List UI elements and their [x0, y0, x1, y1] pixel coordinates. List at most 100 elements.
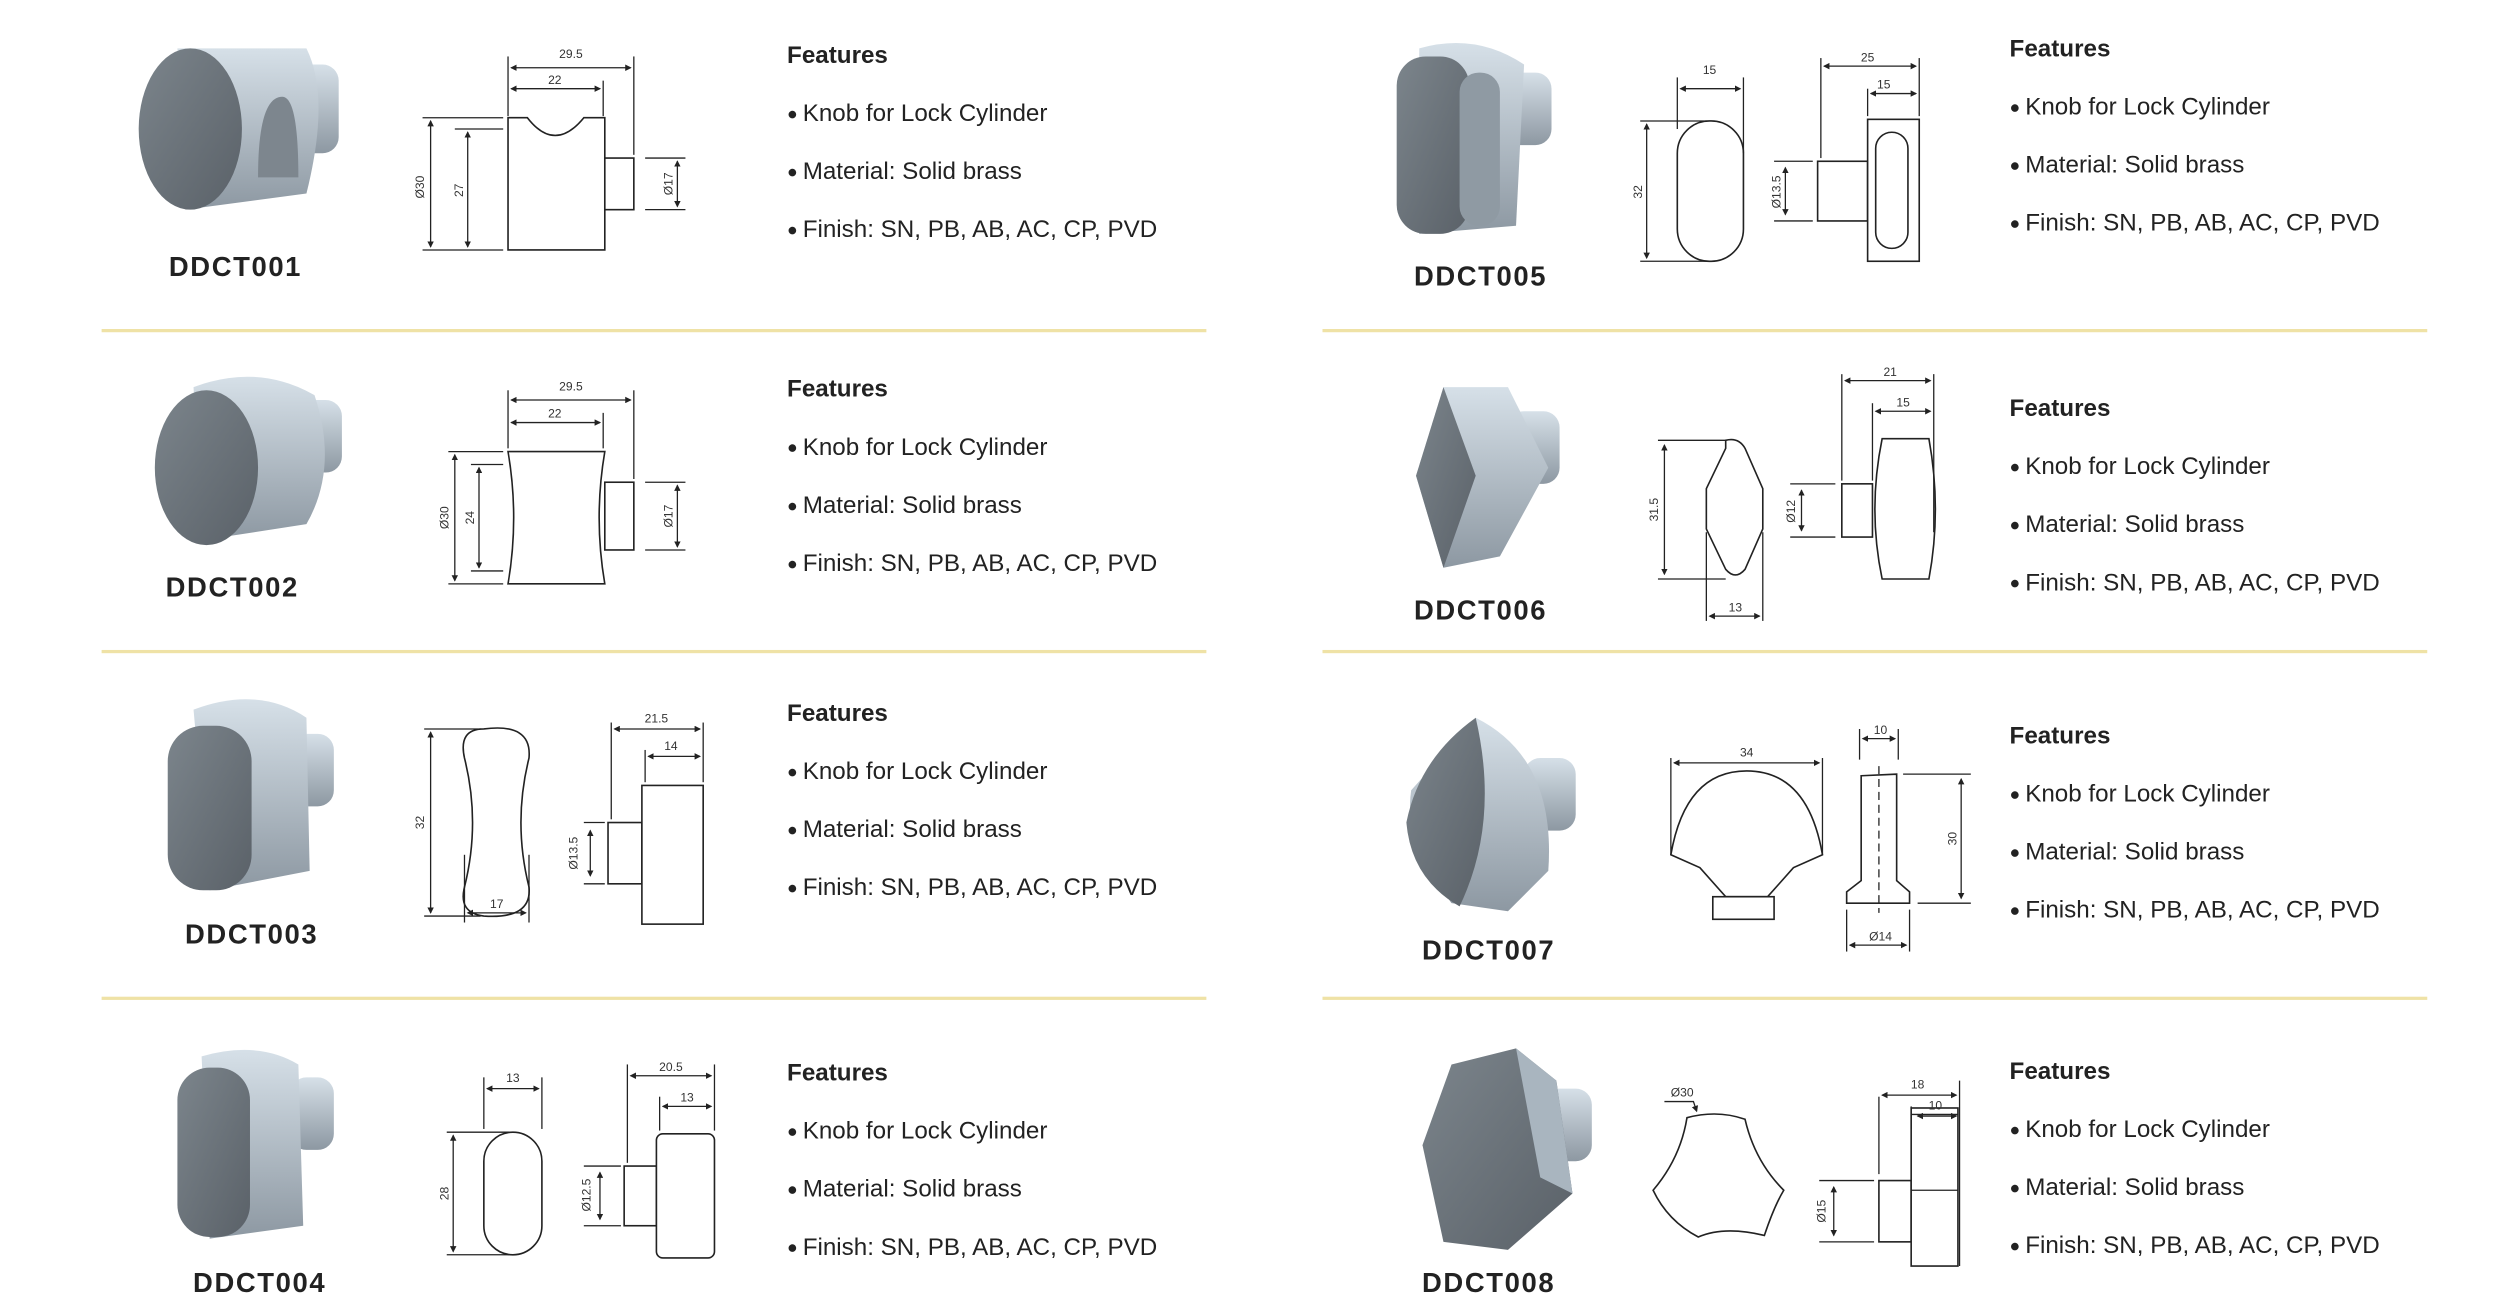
product-photo-ddct008 [1422, 1048, 1592, 1250]
svg-text:30: 30 [1945, 832, 1959, 846]
feature-item: Finish: SN, PB, AB, AC, CP, PVD [787, 550, 1158, 577]
feature-item: Knob for Lock Cylinder [2010, 94, 2380, 121]
feature-item: Material: Solid brass [2010, 511, 2380, 538]
svg-text:Ø17: Ø17 [662, 504, 676, 527]
feature-item: Finish: SN, PB, AB, AC, CP, PVD [787, 1234, 1158, 1261]
feature-item: Material: Solid brass [2010, 839, 2380, 866]
features-ddct001: Features Knob for Lock Cylinder Material… [787, 42, 1157, 244]
product-code: DDCT001 [168, 251, 303, 283]
product-photo-ddct002 [154, 376, 342, 546]
svg-text:32: 32 [1631, 185, 1645, 199]
product-photo-ddct007 [1406, 717, 1576, 912]
svg-text:28: 28 [437, 1186, 451, 1200]
row-divider [1322, 329, 2428, 332]
svg-text:21.5: 21.5 [645, 712, 669, 726]
feature-item: Knob for Lock Cylinder [2010, 781, 2380, 808]
svg-text:15: 15 [1703, 63, 1717, 77]
product-photo-ddct003 [167, 699, 334, 891]
features-ddct007: Features Knob for Lock Cylinder Material… [2010, 723, 2380, 925]
dimension-drawing-ddct007: 34 10 30 Ø14 [1669, 723, 1971, 952]
feature-item: Finish: SN, PB, AB, AC, CP, PVD [2010, 569, 2380, 596]
feature-item: Finish: SN, PB, AB, AC, CP, PVD [787, 216, 1158, 243]
svg-text:31.5: 31.5 [1647, 498, 1661, 522]
svg-text:10: 10 [1929, 1099, 1943, 1113]
dimension-drawing-ddct005: 15 32 25 15 Ø13.5 [1631, 50, 1921, 263]
product-code: DDCT004 [193, 1267, 327, 1299]
product-code: DDCT002 [165, 572, 299, 604]
dimension-drawing-ddct003: 32 17 21.5 14 Ø13.5 [413, 712, 704, 925]
features-title: Features [2009, 35, 2111, 63]
features-title: Features [2009, 1057, 2111, 1086]
feature-item: Knob for Lock Cylinder [2010, 453, 2380, 480]
product-photo-ddct005 [1396, 43, 1552, 234]
row-divider [101, 649, 1207, 653]
row-divider [101, 996, 1207, 1000]
feature-item: Material: Solid brass [787, 816, 1157, 843]
product-photo-ddct006 [1416, 387, 1560, 568]
svg-text:15: 15 [1877, 78, 1891, 92]
feature-item: Material: Solid brass [2010, 152, 2380, 179]
features-title: Features [787, 699, 888, 728]
feature-item: Knob for Lock Cylinder [787, 1118, 1157, 1145]
svg-text:Ø13.5: Ø13.5 [1770, 175, 1784, 208]
svg-text:Ø17: Ø17 [662, 172, 676, 195]
row-divider [1322, 996, 2428, 1000]
svg-text:17: 17 [490, 897, 504, 911]
row-divider [1322, 649, 2428, 653]
feature-item: Material: Solid brass [787, 1176, 1157, 1203]
svg-text:Ø14: Ø14 [1869, 929, 1892, 943]
feature-item: Finish: SN, PB, AB, AC, CP, PVD [2010, 1232, 2380, 1259]
product-code: DDCT007 [1422, 935, 1556, 967]
dimension-drawing-ddct008: Ø30 18 10 Ø15 [1652, 1078, 1961, 1267]
dimension-drawing-ddct001: 29.5 22 Ø30 27 Ø17 [413, 47, 686, 251]
svg-text:13: 13 [680, 1091, 694, 1105]
svg-text:Ø30: Ø30 [413, 175, 427, 198]
svg-text:25: 25 [1861, 50, 1875, 64]
product-photo-ddct004 [177, 1049, 334, 1239]
product-code: DDCT008 [1422, 1267, 1556, 1299]
svg-text:20.5: 20.5 [659, 1060, 683, 1074]
svg-text:14: 14 [664, 739, 678, 753]
svg-text:32: 32 [413, 816, 427, 830]
svg-text:Ø12: Ø12 [1784, 500, 1798, 523]
svg-text:13: 13 [1729, 600, 1743, 614]
feature-item: Finish: SN, PB, AB, AC, CP, PVD [2010, 897, 2380, 924]
features-ddct004: Features Knob for Lock Cylinder Material… [787, 1060, 1157, 1262]
features-ddct005: Features Knob for Lock Cylinder Material… [2010, 35, 2380, 237]
dimension-drawing-ddct002: 29.5 22 Ø30 24 Ø17 [437, 379, 686, 585]
feature-item: Material: Solid brass [787, 158, 1157, 185]
svg-text:34: 34 [1740, 745, 1754, 759]
svg-text:24: 24 [463, 511, 477, 525]
features-title: Features [787, 375, 888, 404]
product-photo-ddct001 [138, 48, 339, 210]
features-title: Features [787, 1059, 888, 1088]
feature-item: Knob for Lock Cylinder [787, 758, 1157, 785]
svg-text:29.5: 29.5 [559, 47, 583, 61]
features-title: Features [2009, 395, 2111, 423]
feature-item: Material: Solid brass [787, 492, 1157, 519]
dimension-drawing-ddct006: 31.5 13 21 15 Ø12 [1647, 365, 1937, 621]
row-divider [101, 329, 1207, 332]
features-ddct008: Features Knob for Lock Cylinder Material… [2010, 1058, 2380, 1260]
features-title: Features [787, 41, 888, 70]
svg-text:Ø12.5: Ø12.5 [579, 1178, 593, 1211]
product-code: DDCT003 [184, 919, 319, 950]
svg-text:13: 13 [506, 1071, 520, 1085]
svg-text:Ø30: Ø30 [1671, 1086, 1694, 1100]
features-title: Features [2009, 722, 2111, 750]
feature-item: Material: Solid brass [2010, 1174, 2380, 1201]
svg-text:Ø30: Ø30 [437, 506, 451, 529]
features-ddct006: Features Knob for Lock Cylinder Material… [2010, 395, 2380, 597]
feature-item: Knob for Lock Cylinder [787, 434, 1157, 461]
svg-text:22: 22 [548, 407, 562, 421]
svg-text:Ø13.5: Ø13.5 [566, 836, 580, 869]
svg-text:27: 27 [452, 183, 466, 197]
svg-text:29.5: 29.5 [559, 379, 583, 393]
feature-item: Knob for Lock Cylinder [2010, 1116, 2380, 1143]
product-code: DDCT005 [1413, 261, 1548, 292]
svg-text:18: 18 [1911, 1078, 1925, 1092]
feature-item: Finish: SN, PB, AB, AC, CP, PVD [2010, 210, 2380, 237]
product-code: DDCT006 [1413, 595, 1548, 626]
